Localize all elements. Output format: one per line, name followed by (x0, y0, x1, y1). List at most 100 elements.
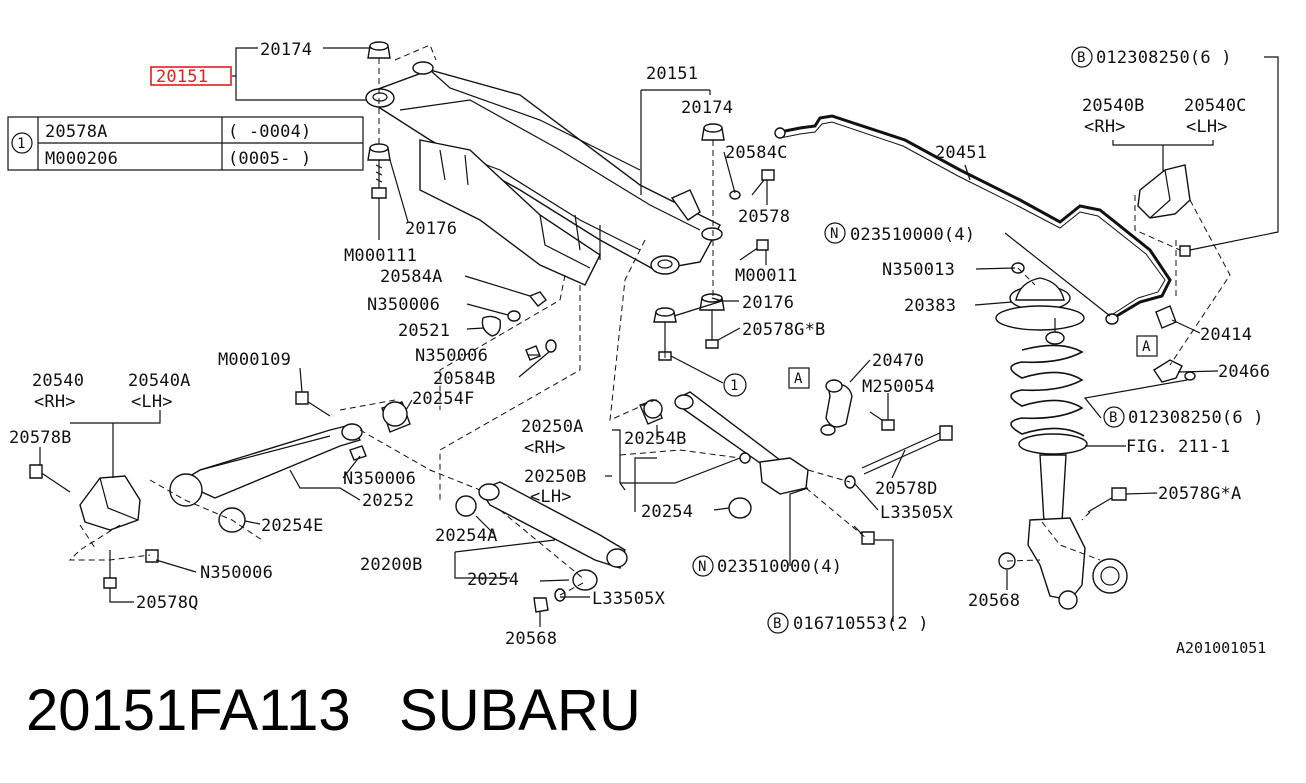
marker-A1: A (1142, 339, 1151, 355)
marker-N2: N (698, 559, 706, 575)
label-L33505X-right[interactable]: L33505X (880, 503, 954, 523)
label-012308250-top[interactable]: 012308250(6 ) (1096, 48, 1232, 68)
label-L33505X-bottom[interactable]: L33505X (592, 589, 666, 609)
leader-lines (39, 47, 1279, 627)
label-M000111[interactable]: M000111 (344, 246, 417, 266)
dashed-guides (68, 44, 1101, 596)
highlighted-part-label: 20151 (156, 67, 208, 87)
label-fig-211-1[interactable]: FIG. 211-1 (1126, 437, 1230, 457)
label-20521[interactable]: 20521 (398, 321, 450, 341)
marker-1: 1 (730, 378, 738, 394)
label-20252[interactable]: 20252 (362, 491, 414, 511)
label-rh-left: <RH> (34, 392, 76, 412)
label-20568-right[interactable]: 20568 (968, 591, 1020, 611)
label-023510000-bottom[interactable]: 023510000(4) (717, 557, 842, 577)
label-20174-top[interactable]: 20174 (260, 40, 312, 60)
label-20578GA[interactable]: 20578G*A (1158, 484, 1241, 504)
label-20254A[interactable]: 20254A (435, 526, 498, 546)
mount-20174-left (367, 41, 391, 199)
highlight-box (150, 66, 232, 86)
label-20250B[interactable]: 20250B (524, 467, 587, 487)
label-20584B[interactable]: 20584B (433, 369, 496, 389)
footer-part-number: 20151FA113 (26, 678, 351, 743)
table-row-1-range: ( -0004) (228, 122, 311, 142)
drawing-id: A201001051 (1176, 639, 1266, 657)
label-20578[interactable]: 20578 (738, 207, 790, 227)
label-20176-left[interactable]: 20176 (405, 219, 457, 239)
label-20254E[interactable]: 20254E (261, 516, 324, 536)
lateral-links (455, 379, 953, 613)
marker-circle-N1 (824, 222, 846, 244)
label-20578Q[interactable]: 20578Q (136, 593, 199, 613)
table-row-2-part: M000206 (45, 149, 118, 169)
label-N350006-b[interactable]: N350006 (415, 346, 488, 366)
marker-A2: A (794, 371, 803, 387)
label-20414[interactable]: 20414 (1200, 325, 1252, 345)
label-016710553[interactable]: 016710553(2 ) (793, 614, 929, 634)
label-20254-middle[interactable]: 20254 (641, 502, 693, 522)
marker-circle-B2 (1103, 406, 1125, 428)
label-lh-center: <LH> (530, 487, 572, 507)
highlight-20151[interactable]: 20151 (150, 66, 232, 87)
table-marker-circle (11, 132, 33, 154)
label-012308250-mid[interactable]: 012308250(6 ) (1128, 408, 1264, 428)
label-20578D[interactable]: 20578D (875, 479, 938, 499)
label-M250054[interactable]: M250054 (862, 377, 935, 397)
label-20540A[interactable]: 20540A (128, 371, 191, 391)
label-20250A[interactable]: 20250A (521, 417, 584, 437)
label-20200B[interactable]: 20200B (360, 555, 423, 575)
label-20254B[interactable]: 20254B (624, 429, 687, 449)
label-lh-top: <LH> (1186, 117, 1228, 137)
label-20578B[interactable]: 20578B (9, 428, 72, 448)
label-20470[interactable]: 20470 (872, 351, 924, 371)
table-marker: 1 (17, 136, 25, 152)
label-20176-right[interactable]: 20176 (742, 293, 794, 313)
label-20451[interactable]: 20451 (935, 143, 987, 163)
footer-caption: 20151FA113 SUBARU (26, 682, 641, 740)
label-N350006-a[interactable]: N350006 (367, 295, 440, 315)
label-M000109[interactable]: M000109 (218, 350, 291, 370)
label-N350006-d[interactable]: N350006 (200, 563, 273, 583)
marker-B1: B (1077, 50, 1085, 66)
label-20540C[interactable]: 20540C (1184, 96, 1247, 116)
label-20568-bottom[interactable]: 20568 (505, 629, 557, 649)
callout-markers: 1 A A B B B N N (692, 46, 1158, 634)
fasteners-center-left (481, 291, 557, 361)
marker-N1: N (830, 226, 838, 242)
table-row-1-part: 20578A (45, 122, 108, 142)
label-20383[interactable]: 20383 (904, 296, 956, 316)
label-20254-bottom[interactable]: 20254 (467, 570, 519, 590)
label-20540[interactable]: 20540 (32, 371, 84, 391)
label-20584A[interactable]: 20584A (380, 267, 443, 287)
label-N350013[interactable]: N350013 (882, 260, 955, 280)
marker-circle-1 (723, 373, 747, 397)
footer-brand: SUBARU (399, 678, 641, 743)
label-20466[interactable]: 20466 (1218, 362, 1270, 382)
label-20254F[interactable]: 20254F (412, 389, 475, 409)
crossmember-drawing (365, 61, 723, 286)
label-M00011[interactable]: M00011 (735, 266, 798, 286)
marker-B3: B (773, 616, 781, 632)
stabilizer-bar (774, 114, 1231, 383)
trailing-arm (29, 391, 411, 589)
marker-circle-N2 (692, 555, 714, 577)
part-labels: 20174 20151 20174 20584C 20578 20176 M00… (9, 40, 1270, 657)
label-20540B[interactable]: 20540B (1082, 96, 1145, 116)
label-20151-center[interactable]: 20151 (646, 64, 698, 84)
spec-table: 1 20578A ( -0004) M000206 (0005- ) (7, 116, 364, 171)
label-rh-top: <RH> (1084, 117, 1126, 137)
marker-box-A1 (1136, 335, 1158, 357)
label-N350006-c[interactable]: N350006 (343, 469, 416, 489)
table-row-2-range: (0005- ) (228, 149, 311, 169)
label-rh-center: <RH> (524, 438, 566, 458)
marker-B2: B (1109, 410, 1117, 426)
label-20174-center[interactable]: 20174 (681, 98, 733, 118)
marker-circle-B1 (1071, 46, 1093, 68)
label-lh-left: <LH> (131, 392, 173, 412)
label-20578GB[interactable]: 20578G*B (742, 320, 825, 340)
marker-circle-B3 (767, 612, 789, 634)
label-20584C[interactable]: 20584C (725, 143, 788, 163)
marker-box-A2 (788, 367, 810, 389)
label-023510000-top[interactable]: 023510000(4) (850, 225, 975, 245)
